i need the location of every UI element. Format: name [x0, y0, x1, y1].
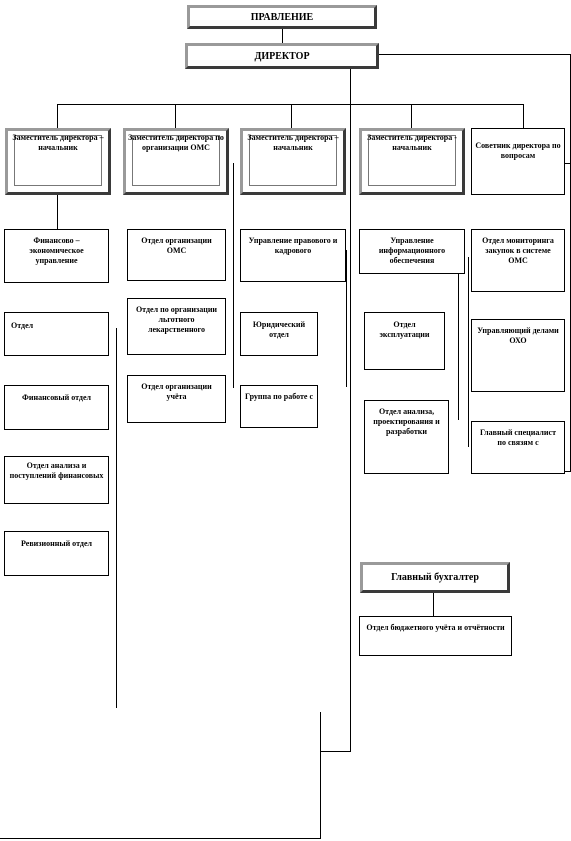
fin-econ-label: Финансово – экономическое управление [29, 236, 84, 265]
deputy-inner-frame [14, 135, 102, 186]
fin-dept-box: Финансовый отдел [4, 385, 109, 430]
deputy-box-1: Заместитель директора – начальник [5, 128, 111, 195]
operation-dept-label: Отдел эксплуатации [379, 320, 430, 339]
deputy-label-3: Заместитель директора – начальник [247, 133, 339, 152]
chief-specialist-box: Главный специалист по связям с [471, 421, 565, 474]
deputy-drop-2 [175, 104, 176, 128]
deputy-inner-frame [368, 135, 456, 186]
deputy-drop-4 [411, 104, 412, 128]
director-label: ДИРЕКТОР [254, 50, 310, 62]
left-vertical-1 [116, 328, 117, 708]
audit-label: Ревизионный отдел [21, 539, 92, 548]
analysis-label: Отдел анализа и поступлений финансовых [9, 461, 104, 480]
design-dept-label: Отдел анализа, проектирования и разработ… [373, 407, 440, 436]
director-main-trunk [350, 68, 351, 751]
deputy-box-3: Заместитель директора – начальник [240, 128, 346, 195]
monitoring-label: Отдел мониторинга закупок в системе ОМС [482, 236, 554, 265]
right-edge-tick-2 [563, 471, 571, 472]
board-label: ПРАВЛЕНИЕ [250, 11, 314, 23]
legal-admin-label: Управление правового и кадрового [248, 236, 338, 255]
chief-acc-connector [433, 592, 434, 617]
trunk-bottom-hook [320, 751, 351, 752]
deputy-drop-3 [291, 104, 292, 128]
deputy-inner-frame [132, 135, 220, 186]
work-group-box: Группа по работе с [240, 385, 318, 428]
deputy-drop-5 [523, 104, 524, 128]
bottom-line [0, 838, 321, 839]
analysis-box: Отдел анализа и поступлений финансовых [4, 456, 109, 504]
legal-admin-box: Управление правового и кадрового [240, 229, 346, 282]
oms-org-label: Отдел организации ОМС [141, 236, 212, 255]
affairs-label: Управляющий делами ОХО [477, 326, 559, 345]
left-vertical-2 [320, 712, 321, 839]
fin-econ-connector [57, 195, 58, 229]
fin-dept-label: Финансовый отдел [21, 393, 92, 402]
chief-accountant-label: Главный бухгалтер [391, 572, 479, 583]
accounting-org-label: Отдел организации учёта [141, 382, 212, 401]
deputy-box-2: Заместитель директора по организации ОМС [123, 128, 229, 195]
drug-org-box: Отдел по организации льготного лекарстве… [127, 298, 226, 355]
info-mgmt-box: Управление информационного обеспечения [359, 229, 465, 274]
deputy-inner-frame [249, 135, 337, 186]
col4-vertical [458, 270, 459, 420]
chief-accountant-box: Главный бухгалтер [360, 562, 510, 593]
col5-vertical [468, 257, 469, 447]
dept-label: Отдел [11, 321, 34, 330]
director-box: ДИРЕКТОР [185, 43, 379, 69]
design-dept-box: Отдел анализа, проектирования и разработ… [364, 400, 449, 474]
accounting-org-box: Отдел организации учёта [127, 375, 226, 423]
affairs-box: Управляющий делами ОХО [471, 319, 565, 392]
director-right-line [378, 54, 571, 55]
col3-vertical [346, 250, 347, 387]
info-mgmt-label: Управление информационного обеспечения [378, 236, 446, 265]
right-edge-tick-1 [563, 163, 571, 164]
legal-dept-box: Юридический отдел [240, 312, 318, 356]
deputy-label-4: Заместитель директора - начальник [367, 133, 457, 152]
operation-dept-box: Отдел эксплуатации [364, 312, 445, 370]
work-group-label: Группа по работе с [244, 392, 314, 401]
advisor-box: Советник директора по вопросам [471, 128, 565, 195]
fin-econ-box: Финансово – экономическое управление [4, 229, 109, 283]
chief-specialist-label: Главный специалист по связям с [479, 428, 557, 447]
board-director-line [282, 28, 283, 44]
deputy-label-2: Заместитель директора по организации ОМС [128, 133, 224, 152]
oms-org-box: Отдел организации ОМС [127, 229, 226, 281]
deputy-label-5: Советник директора по вопросам [475, 141, 561, 160]
audit-box: Ревизионный отдел [4, 531, 109, 576]
col2-vertical [233, 163, 234, 388]
budget-dept-box: Отдел бюджетного учёта и отчётности [359, 616, 512, 656]
monitoring-box: Отдел мониторинга закупок в системе ОМС [471, 229, 565, 292]
deputy-label-1: Заместитель директора – начальник [12, 133, 104, 152]
board-box: ПРАВЛЕНИЕ [187, 5, 377, 29]
deputy-drop-1 [57, 104, 58, 128]
dept-box: Отдел [4, 312, 109, 356]
drug-org-label: Отдел по организации льготного лекарстве… [135, 305, 218, 334]
budget-dept-label: Отдел бюджетного учёта и отчётности [366, 623, 505, 632]
deputy-box-4: Заместитель директора - начальник [359, 128, 465, 195]
deputies-bus [57, 104, 524, 105]
legal-dept-label: Юридический отдел [252, 320, 306, 339]
